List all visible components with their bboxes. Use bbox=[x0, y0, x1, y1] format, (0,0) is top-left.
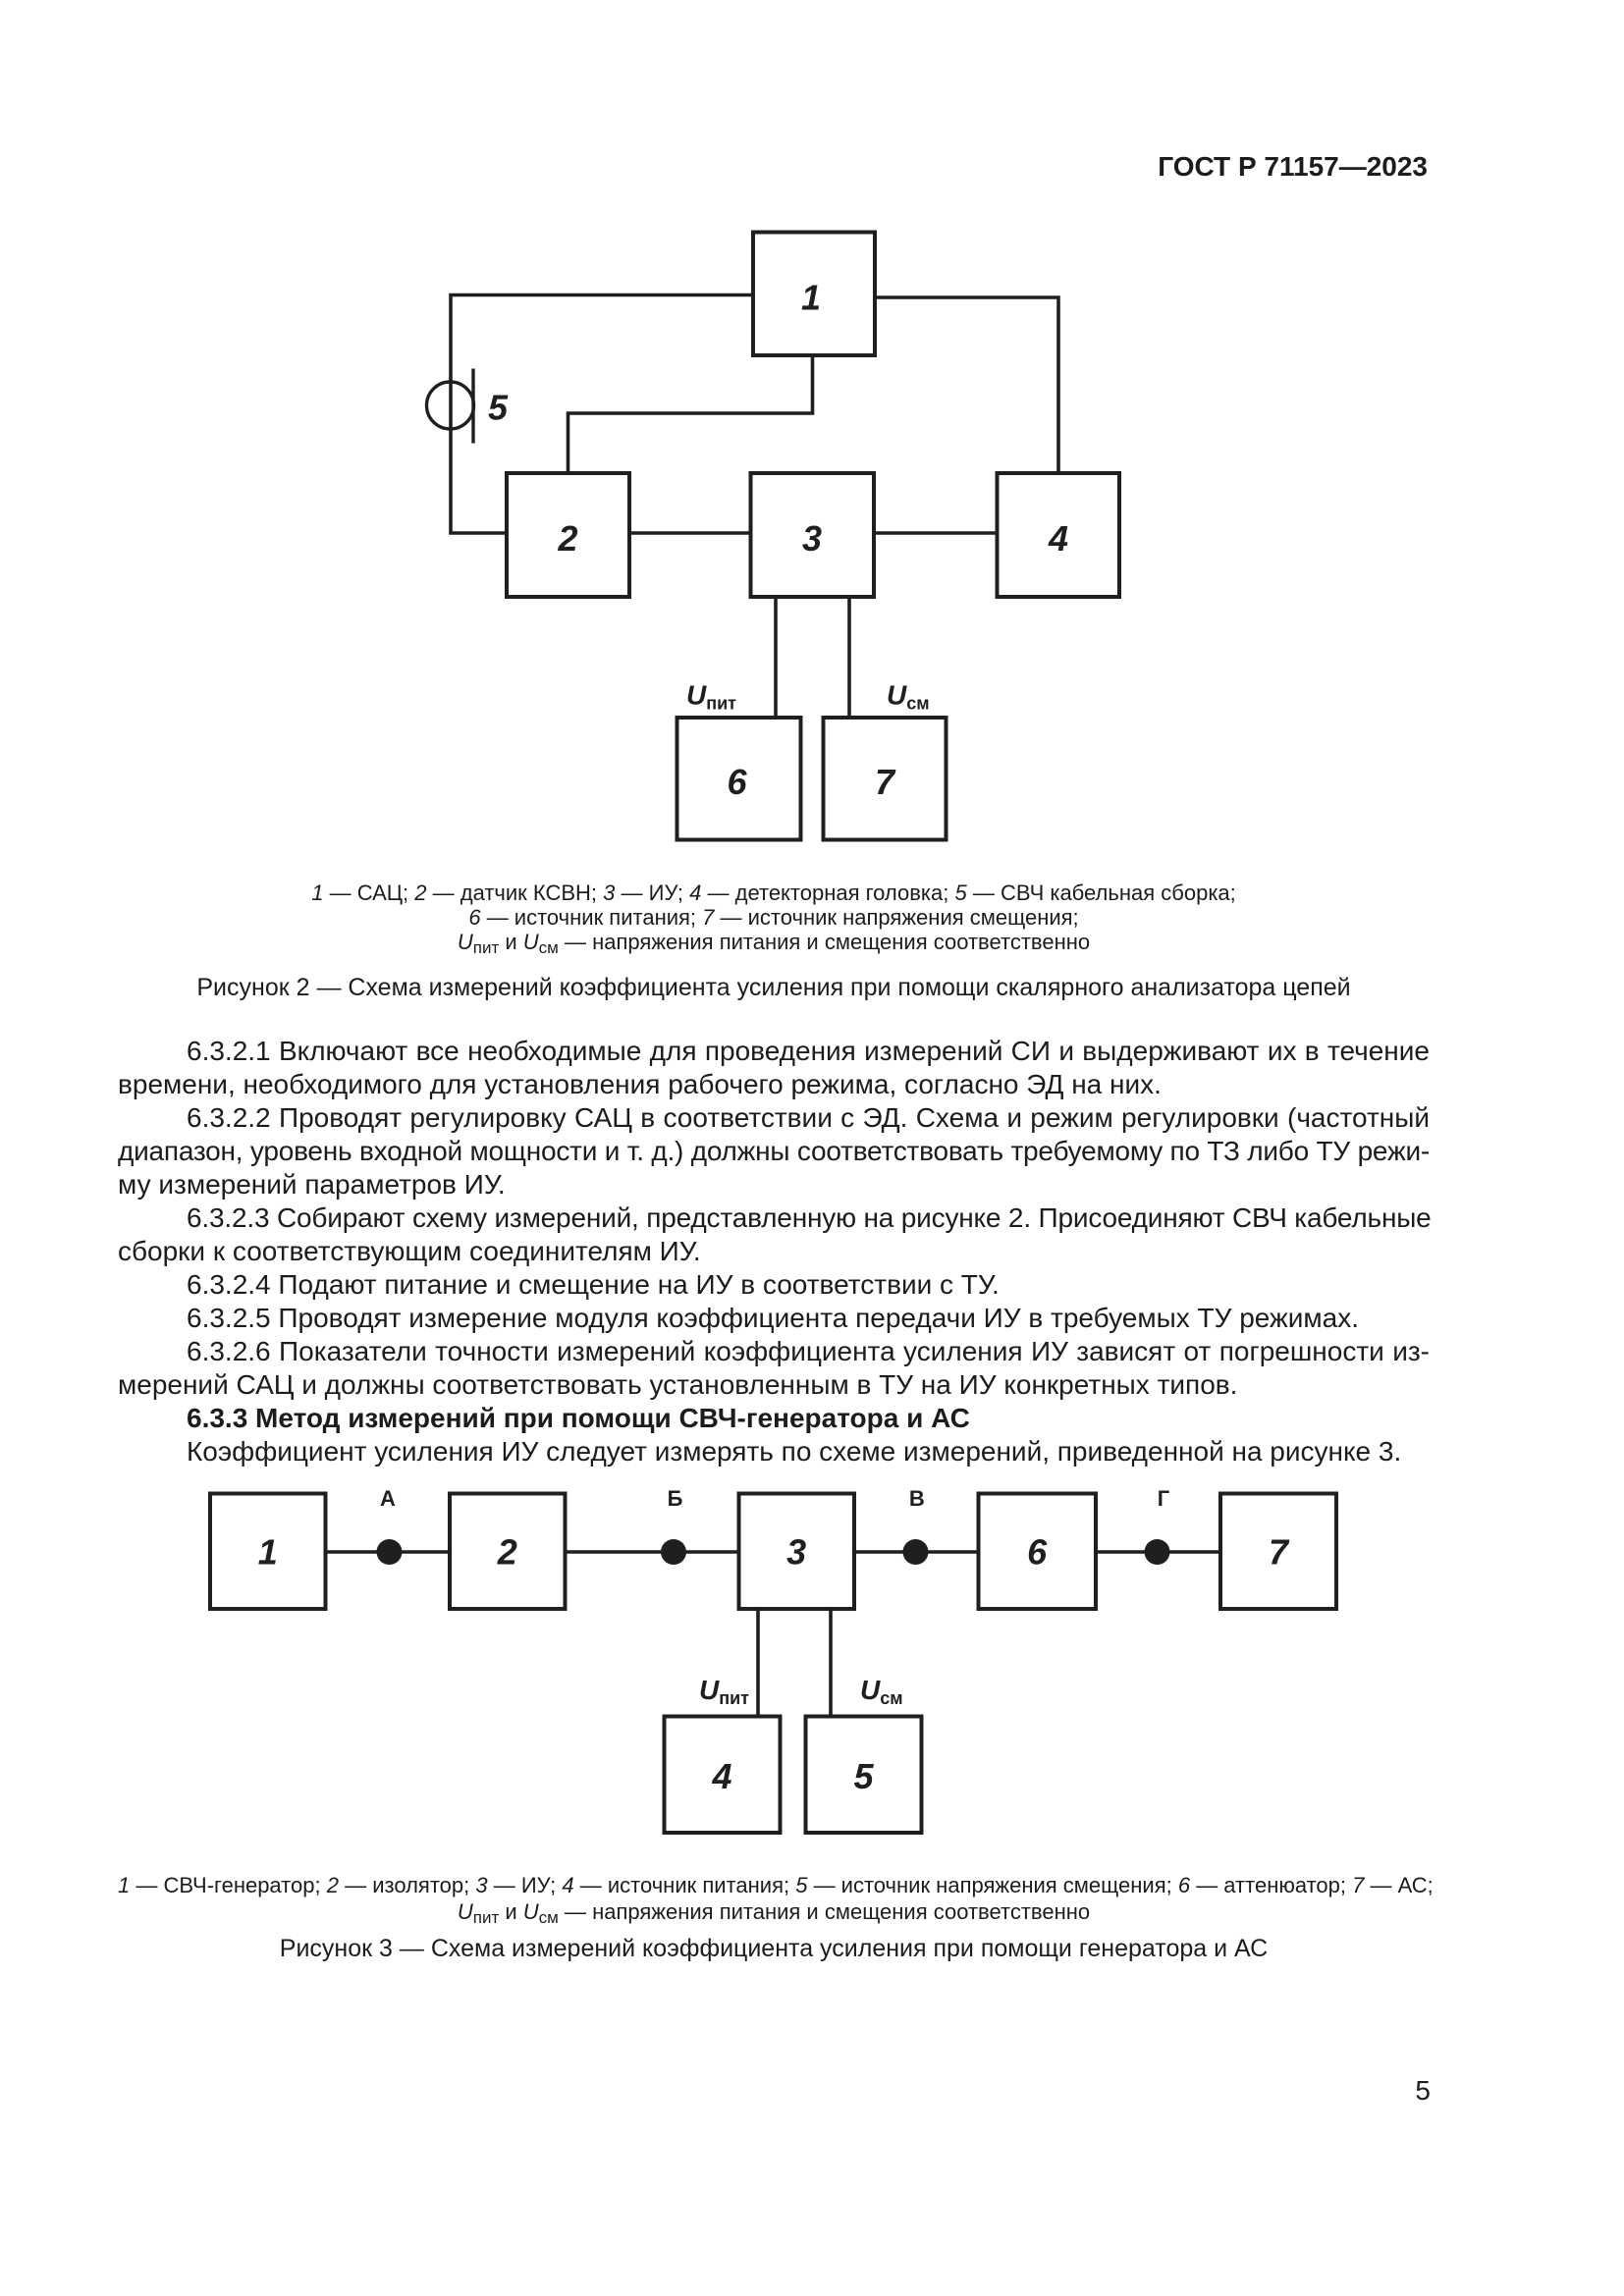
svg-text:Uпит: Uпит bbox=[686, 680, 736, 714]
svg-text:5: 5 bbox=[488, 388, 509, 428]
svg-text:2: 2 bbox=[557, 518, 577, 559]
svg-text:5: 5 bbox=[853, 1756, 874, 1796]
svg-text:4: 4 bbox=[711, 1756, 731, 1796]
svg-text:6: 6 bbox=[1027, 1532, 1048, 1573]
svg-text:1: 1 bbox=[801, 278, 821, 318]
svg-text:6: 6 bbox=[727, 762, 747, 802]
svg-text:Г: Г bbox=[1158, 1486, 1170, 1511]
svg-text:3: 3 bbox=[802, 518, 822, 559]
svg-text:В: В bbox=[909, 1486, 925, 1511]
svg-text:2: 2 bbox=[497, 1532, 517, 1573]
svg-text:7: 7 bbox=[875, 762, 896, 802]
svg-text:А: А bbox=[380, 1486, 396, 1511]
svg-text:4: 4 bbox=[1048, 518, 1068, 559]
svg-text:Uсм: Uсм bbox=[860, 1675, 903, 1708]
svg-text:1: 1 bbox=[258, 1532, 278, 1573]
svg-text:Б: Б bbox=[668, 1486, 683, 1511]
svg-text:7: 7 bbox=[1269, 1532, 1290, 1573]
svg-text:Uсм: Uсм bbox=[887, 680, 930, 714]
svg-text:Uпит: Uпит bbox=[699, 1675, 749, 1708]
svg-text:3: 3 bbox=[786, 1532, 806, 1573]
